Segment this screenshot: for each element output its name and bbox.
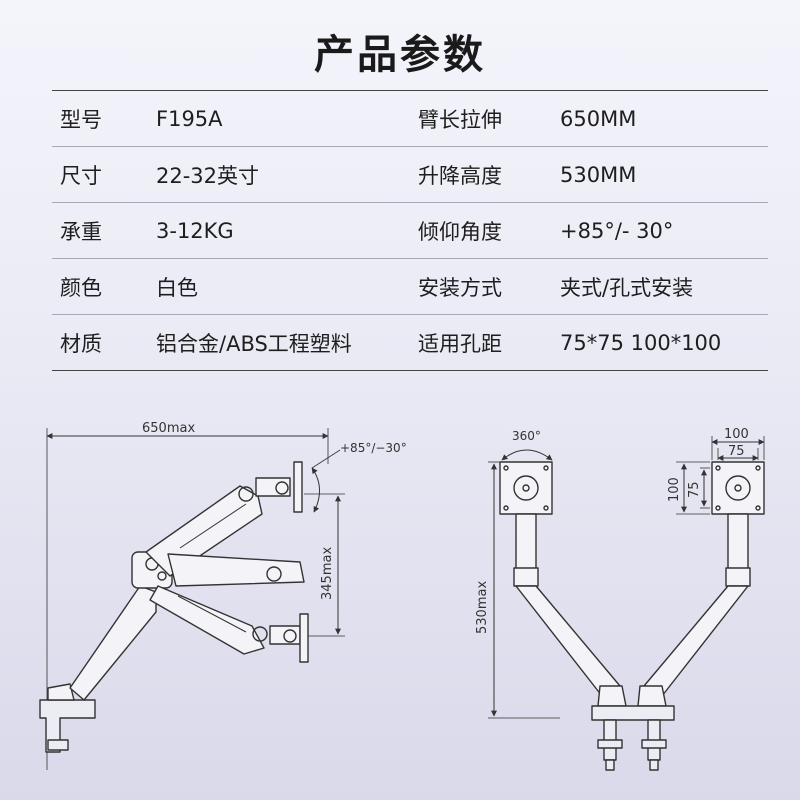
spec-value: 530MM — [560, 162, 637, 187]
spec-key: 承重 — [60, 219, 102, 244]
rotation-dimension-label: 360° — [512, 429, 541, 443]
lift-dimension-label: 345max — [320, 547, 335, 600]
spec-value: 3-12KG — [156, 218, 234, 243]
spec-value: +85°/- 30° — [560, 218, 674, 243]
spec-row: 型号 F195A 臂长拉伸 650MM — [52, 91, 768, 147]
spec-value: 铝合金/ABS工程塑料 — [156, 331, 352, 356]
spec-key: 型号 — [60, 107, 102, 132]
spec-row: 材质 铝合金/ABS工程塑料 适用孔距 75*75 100*100 — [52, 315, 768, 371]
side-view — [39, 428, 345, 770]
spec-key: 倾仰角度 — [418, 219, 502, 244]
spec-value: 白色 — [156, 275, 198, 300]
tilt-dimension-label: +85°/−30° — [340, 441, 407, 455]
page-title: 产品参数 — [314, 32, 486, 78]
spec-key: 升降高度 — [418, 163, 502, 188]
spec-value: 22-32英寸 — [156, 163, 260, 188]
spec-key: 材质 — [60, 331, 102, 356]
spec-value: 夹式/孔式安装 — [560, 275, 694, 300]
reach-dimension-label: 650max — [142, 421, 195, 436]
spec-key: 颜色 — [60, 275, 102, 300]
spec-table: 型号 F195A 臂长拉伸 650MM 尺寸 22-32英寸 升降高度 530M… — [52, 90, 768, 371]
front-view — [488, 436, 765, 771]
arm-diagram: 650max +85°/−30° 345max — [39, 421, 765, 771]
spec-value: 650MM — [560, 106, 637, 131]
spec-key: 臂长拉伸 — [418, 107, 502, 132]
spec-value: F195A — [156, 106, 223, 131]
spec-row: 尺寸 22-32英寸 升降高度 530MM — [52, 147, 768, 203]
spec-value: 75*75 100*100 — [560, 330, 722, 355]
vesa-outer-height-label: 100 — [667, 477, 682, 502]
spec-key: 尺寸 — [60, 163, 102, 188]
spec-row: 承重 3-12KG 倾仰角度 +85°/- 30° — [52, 203, 768, 259]
spec-key: 适用孔距 — [418, 331, 502, 356]
vesa-inner-width-label: 75 — [728, 444, 745, 459]
height-dimension-label: 530max — [475, 581, 490, 634]
spec-row: 颜色 白色 安装方式 夹式/孔式安装 — [52, 259, 768, 315]
vesa-outer-width-label: 100 — [724, 427, 749, 442]
spec-key: 安装方式 — [418, 275, 502, 300]
vesa-inner-height-label: 75 — [687, 481, 702, 498]
